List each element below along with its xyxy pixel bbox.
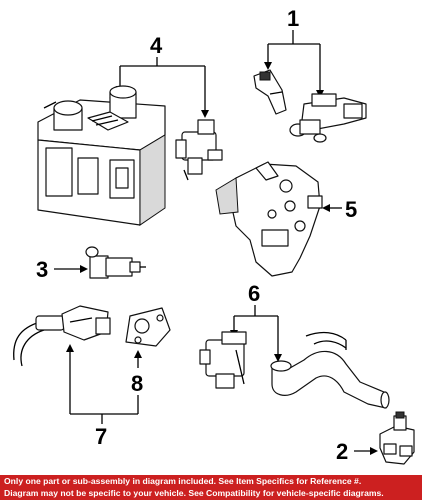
- purge-solenoid: [175, 119, 223, 181]
- leader-3: [54, 265, 88, 273]
- callout-2: 2: [336, 439, 348, 464]
- canister-assembly: [37, 85, 166, 226]
- leader-2: [354, 447, 378, 455]
- callout-5: 5: [345, 197, 357, 222]
- vacuum-hose: [270, 331, 390, 409]
- wire-harness-sensor: [13, 305, 111, 367]
- callout-3: 3: [36, 257, 48, 282]
- disclaimer-line-1: Only one part or sub-assembly in diagram…: [4, 476, 362, 486]
- callout-4: 4: [150, 33, 163, 58]
- leader-7: [66, 344, 138, 424]
- leader-8: [134, 350, 142, 414]
- gasket: [125, 307, 171, 347]
- egr-valve: [199, 331, 247, 389]
- pressure-sensor: [85, 246, 146, 279]
- leader-5: [322, 204, 342, 212]
- callout-7: 7: [95, 424, 107, 449]
- callout-1: 1: [287, 6, 299, 31]
- disclaimer-line-2: Diagram may not be specific to your vehi…: [4, 487, 384, 498]
- callout-8: 8: [131, 371, 143, 396]
- bracket-housing: [215, 161, 323, 277]
- mounting-bracket: [379, 411, 415, 465]
- vent-valve-connector: [253, 69, 287, 115]
- disclaimer-banner: Only one part or sub-assembly in diagram…: [0, 475, 422, 500]
- callout-6: 6: [248, 281, 260, 306]
- vent-valve: [289, 93, 367, 143]
